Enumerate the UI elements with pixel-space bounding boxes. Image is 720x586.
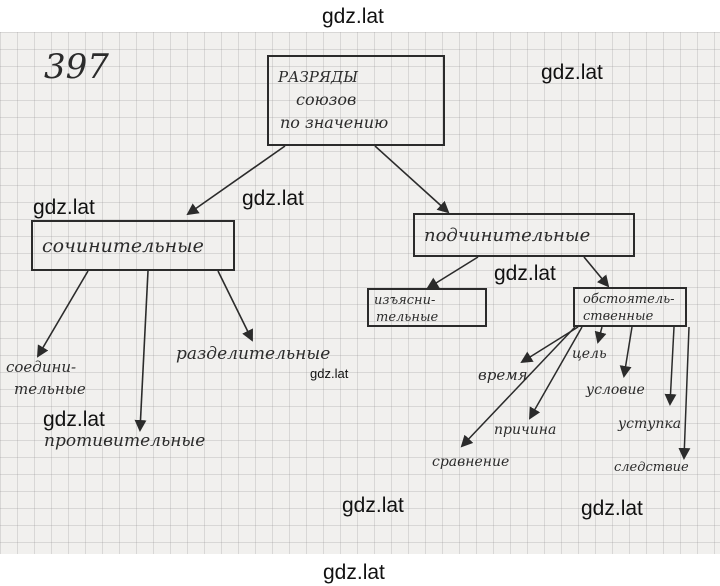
exercise-number: 397 <box>44 47 109 87</box>
adverbial-child-purpose: цель <box>572 346 607 362</box>
arrow-to-adversative <box>134 270 149 432</box>
watermark-top: gdz.lat <box>322 5 384 28</box>
notebook-paper <box>0 32 720 554</box>
adverbial-box <box>573 287 687 327</box>
adverbial-child-comparison: сравнение <box>432 454 509 470</box>
adverbial-label-line-2: ственные <box>583 309 654 324</box>
root-box <box>267 55 445 146</box>
adverbial-child-cause: причина <box>494 422 556 438</box>
coordinating-child-adversative: противительные <box>44 431 205 451</box>
root-label-line-1: РАЗРЯДЫ <box>277 68 358 86</box>
watermark-top-right: gdz.lat <box>541 61 603 84</box>
watermark-bottom-right: gdz.lat <box>581 497 643 520</box>
arrow-to-comparison <box>460 326 576 448</box>
watermark-center-left: gdz.lat <box>242 187 304 210</box>
arrow-to-connective <box>36 270 89 358</box>
arrow-to-consequence <box>678 326 691 460</box>
arrow-to-condition <box>619 326 633 378</box>
adverbial-label-line-1: обстоятель- <box>583 292 675 307</box>
watermark-bottom-center: gdz.lat <box>342 494 404 517</box>
watermark-left: gdz.lat <box>33 196 95 219</box>
coordinating-child-connective-2: тельные <box>14 380 86 398</box>
coordinating-label: сочинительные <box>42 235 204 257</box>
adverbial-child-concession: уступка <box>617 416 681 432</box>
watermark-small: gdz.lat <box>310 366 349 381</box>
coordinating-box <box>31 220 235 271</box>
arrow-root-to-subordinating <box>374 145 450 214</box>
subordinating-box <box>413 213 635 257</box>
adverbial-child-consequence: следствие <box>614 460 689 475</box>
watermark-lower-left: gdz.lat <box>43 408 105 431</box>
adverbial-child-condition: условие <box>585 382 645 398</box>
watermark-bottom: gdz.lat <box>323 561 385 584</box>
root-label-line-3: по значению <box>280 113 388 132</box>
arrow-to-purpose <box>594 326 607 344</box>
coordinating-child-connective-1: соедини- <box>6 358 76 376</box>
arrow-to-cause <box>529 326 583 420</box>
explanatory-label-line-2: тельные <box>376 310 439 325</box>
explanatory-box <box>367 288 487 327</box>
arrow-to-concession <box>664 326 677 406</box>
arrow-to-explanatory <box>426 256 479 290</box>
arrow-root-to-coordinating <box>186 145 286 216</box>
explanatory-label-line-1: изъясни- <box>374 293 435 308</box>
arrow-to-adverbial <box>583 256 610 288</box>
coordinating-child-disjunctive: разделительные <box>176 344 330 364</box>
adverbial-child-time: время <box>478 366 528 384</box>
watermark-center-right: gdz.lat <box>494 262 556 285</box>
subordinating-label: подчинительные <box>424 225 590 246</box>
arrow-to-disjunctive <box>217 270 253 342</box>
root-label-line-2: союзов <box>296 90 356 109</box>
